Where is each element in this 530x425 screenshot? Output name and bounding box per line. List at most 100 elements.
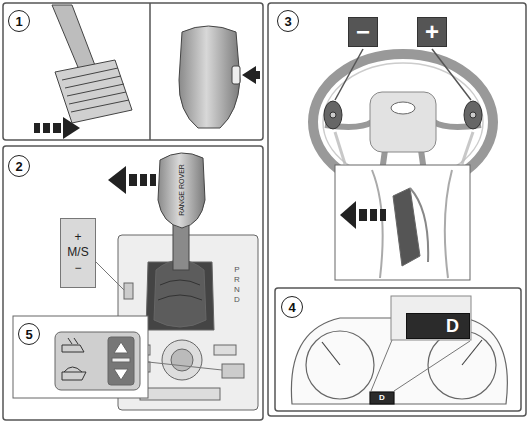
node-text: − [356, 20, 370, 44]
button-arrow [242, 66, 260, 84]
panel-frame [3, 3, 263, 140]
gate-letter: D [234, 296, 240, 304]
zoom-lines [371, 340, 392, 391]
zoom-lines [371, 340, 470, 391]
brand-text: RANGE ROVER [178, 164, 185, 216]
switch-inset [62, 345, 84, 352]
brake-pedal [71, 100, 129, 112]
paddle [470, 112, 476, 118]
paddle-inset [335, 165, 470, 280]
push-arrow [34, 117, 80, 139]
display-letter: D [379, 394, 385, 402]
gate-letter: R [234, 276, 240, 284]
centre-console [222, 364, 244, 378]
leader-line [335, 49, 363, 100]
centre-console [162, 340, 202, 380]
paddle-inset [410, 188, 428, 262]
switch-inset [112, 358, 130, 362]
callout-number: 1 [8, 10, 30, 32]
push-arrow [53, 123, 61, 133]
leader-line [148, 362, 222, 370]
panel-frame [3, 146, 263, 420]
gear-knob [179, 26, 240, 128]
node-text: 2 [15, 159, 22, 174]
paddle-inset [335, 165, 470, 280]
gear-knob [179, 26, 240, 128]
node-text: 1 [15, 14, 22, 29]
brake-pedal [52, 5, 132, 123]
shift-arrow [129, 174, 137, 186]
panel-frame [268, 3, 526, 416]
divider [149, 3, 151, 140]
switch-inset [114, 342, 128, 353]
ms-indicator-panel: +M/S− [60, 218, 96, 288]
shift-arrow [140, 174, 147, 186]
paddle [324, 101, 482, 129]
instrument-cluster [306, 331, 374, 399]
centre-console [140, 388, 220, 400]
zoom-box [391, 296, 471, 340]
node-text: M/S [67, 245, 88, 261]
gear-display: D [406, 313, 470, 339]
centre-console [171, 349, 193, 371]
switch-inset [64, 367, 82, 372]
gate-letter: N [234, 286, 240, 294]
switch-inset [114, 369, 128, 380]
centre-console [124, 283, 133, 299]
zoom-wedge [335, 132, 345, 164]
paddle-inset [372, 170, 452, 278]
callout-number: 4 [281, 296, 303, 318]
switch-inset [74, 338, 78, 344]
centre-console [214, 345, 236, 355]
zoom-wedge [462, 132, 473, 164]
gear-lever [158, 153, 205, 270]
instrument-cluster [428, 331, 496, 399]
switch-inset [108, 337, 134, 385]
gate-letter: P [234, 266, 239, 274]
switch-inset [55, 332, 140, 390]
gear-knob [232, 66, 240, 84]
leader-line [432, 49, 471, 100]
paddle-minus-box: − [348, 17, 378, 47]
pull-arrow [359, 209, 367, 221]
leader-line [96, 262, 124, 290]
paddle [464, 101, 482, 129]
paddle [324, 101, 342, 129]
push-arrow [34, 123, 40, 133]
node-text: 5 [25, 327, 32, 342]
node-text: + [425, 20, 439, 44]
steering-wheel [370, 92, 436, 152]
push-arrow [43, 123, 50, 133]
leader-line [335, 49, 471, 100]
switch-inset [13, 316, 148, 398]
node-text: 4 [288, 300, 295, 315]
zoom-wedge [335, 132, 473, 164]
node-text: + [74, 230, 81, 246]
shift-arrow [108, 166, 156, 194]
paddle [330, 112, 336, 118]
panel-frame [3, 3, 526, 420]
pull-arrow [380, 209, 386, 221]
brake-pedal [55, 60, 132, 123]
callout-number: 3 [277, 10, 299, 32]
node-text: 3 [284, 14, 291, 29]
instrument-cluster [322, 342, 340, 365]
callout-number: 2 [8, 155, 30, 177]
gear-lever [158, 153, 205, 228]
callout-number: 5 [18, 323, 40, 345]
pull-arrow [370, 209, 377, 221]
panel-frame [275, 288, 521, 411]
switch-inset [13, 316, 148, 398]
push-arrow [63, 117, 80, 139]
steering-wheel [391, 102, 415, 114]
node-text: − [74, 261, 81, 277]
switch-inset [62, 372, 86, 380]
centre-console [158, 280, 202, 300]
pull-arrow [340, 201, 386, 229]
switch-inset [68, 338, 72, 344]
instrument-cluster [370, 392, 394, 404]
shift-arrow [108, 166, 126, 194]
shift-arrow [150, 174, 156, 186]
node-text: D [446, 316, 459, 337]
